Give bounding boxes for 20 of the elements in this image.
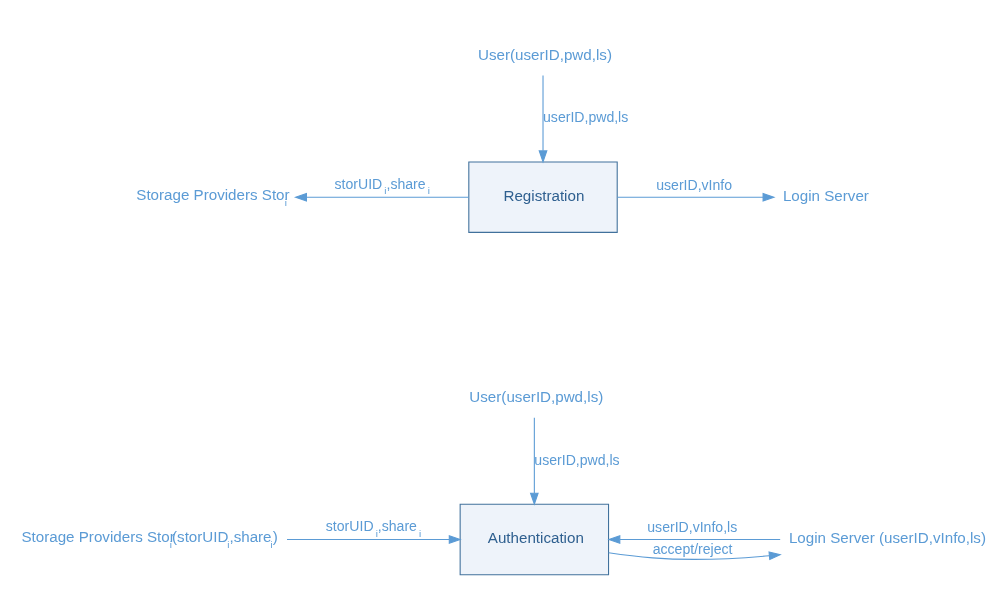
node-text: User(userID,pwd,ls) — [478, 45, 612, 63]
node-text: Login Server — [782, 187, 869, 205]
arrow — [294, 192, 470, 202]
edge-label: userID,vInfo — [656, 177, 733, 194]
arrow — [616, 192, 776, 202]
edge-label: userID,pwd,ls — [543, 109, 629, 126]
edge-label: storUID$_{i}$,share$_{i}$ — [334, 175, 430, 197]
arrow — [286, 534, 462, 545]
node-text: Login Server (userID,vInfo,ls) — [788, 529, 986, 547]
arrow — [529, 417, 539, 506]
edge-label: accept/reject — [652, 540, 733, 557]
node-text: User(userID,pwd,ls) — [469, 388, 604, 406]
edge-label: userID,vInfo,ls — [647, 519, 738, 536]
node-box: Authentication — [459, 503, 610, 576]
arrow — [607, 534, 781, 545]
edge-label: storUID$_{i}$,share$_{i}$ — [325, 518, 422, 539]
node-box: Registration — [468, 161, 618, 233]
arrow — [608, 551, 782, 561]
edge-label: userID,pwd,ls — [534, 451, 620, 468]
arrow — [538, 74, 548, 164]
